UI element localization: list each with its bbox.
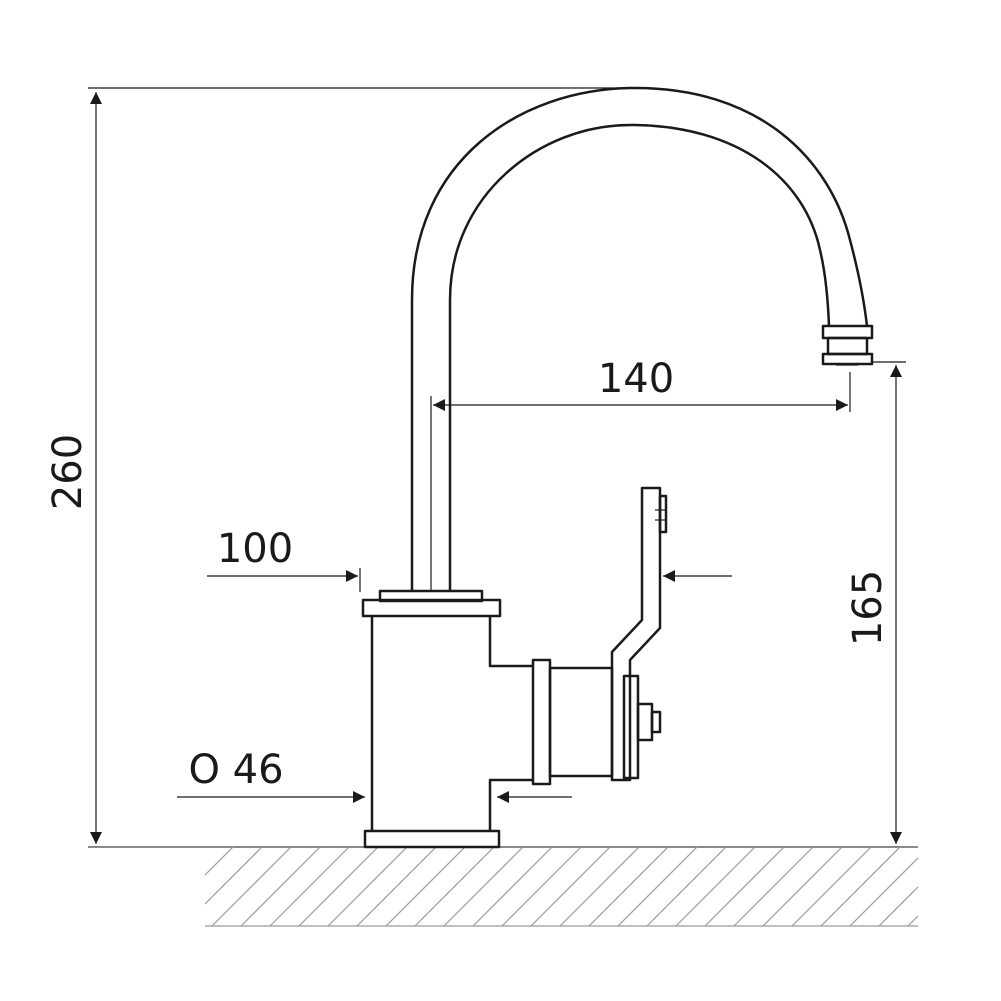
handle-tip-detail — [658, 494, 668, 534]
hatch-line — [559, 846, 640, 927]
faucet-body — [370, 616, 533, 831]
spout-outer — [410, 86, 869, 591]
hatch-line — [211, 846, 292, 927]
countertop-hatching — [204, 846, 919, 927]
hatch-line — [356, 846, 437, 927]
cartridge-body — [548, 666, 614, 778]
hatch-line — [646, 846, 727, 927]
dimension-label-140: 140 — [598, 356, 674, 402]
hatch-line — [791, 846, 872, 927]
hatch-line — [878, 886, 919, 927]
hatch-line — [733, 846, 814, 927]
hatch-line — [472, 846, 553, 927]
hatch-line — [240, 846, 321, 927]
dimension-body-diameter: O 46 — [177, 747, 572, 803]
aerator-body — [826, 336, 869, 356]
lever-handle — [610, 486, 662, 782]
hatch-line — [204, 846, 263, 905]
dimension-handle-clearance: 100 — [207, 526, 732, 592]
hatch-line — [820, 846, 901, 927]
hatch-line — [617, 846, 698, 927]
dimension-label-100: 100 — [217, 526, 293, 572]
dimension-total-height: 260 — [45, 87, 630, 844]
top-flange — [361, 598, 502, 618]
hatch-line — [327, 846, 408, 927]
hatch-line — [501, 846, 582, 927]
hatch-line — [907, 915, 919, 927]
cartridge-ring — [531, 658, 552, 786]
dimension-spout-reach: 140 — [430, 356, 851, 591]
handle-screw — [636, 702, 654, 742]
hatch-line — [588, 846, 669, 927]
dimension-spout-height: 165 — [845, 361, 906, 844]
faucet — [361, 86, 874, 849]
hatch-line — [443, 846, 524, 927]
hatch-line — [530, 846, 611, 927]
dimension-label-165: 165 — [845, 570, 891, 646]
base-ring — [363, 829, 501, 849]
dimension-label-260: 260 — [45, 434, 91, 510]
aerator-collar — [821, 324, 874, 340]
countertop — [88, 846, 919, 927]
hatch-line — [298, 846, 379, 927]
dimension-label-46: O 46 — [188, 747, 283, 793]
aerator-tip — [821, 352, 874, 366]
hatch-line — [269, 846, 350, 927]
hatch-line — [204, 846, 234, 876]
hatch-line — [675, 846, 756, 927]
hatch-line — [414, 846, 495, 927]
hatch-line — [704, 846, 785, 927]
spout-inner — [448, 123, 831, 591]
hatch-line — [762, 846, 843, 927]
hatch-line — [849, 857, 919, 927]
hatch-line — [385, 846, 466, 927]
